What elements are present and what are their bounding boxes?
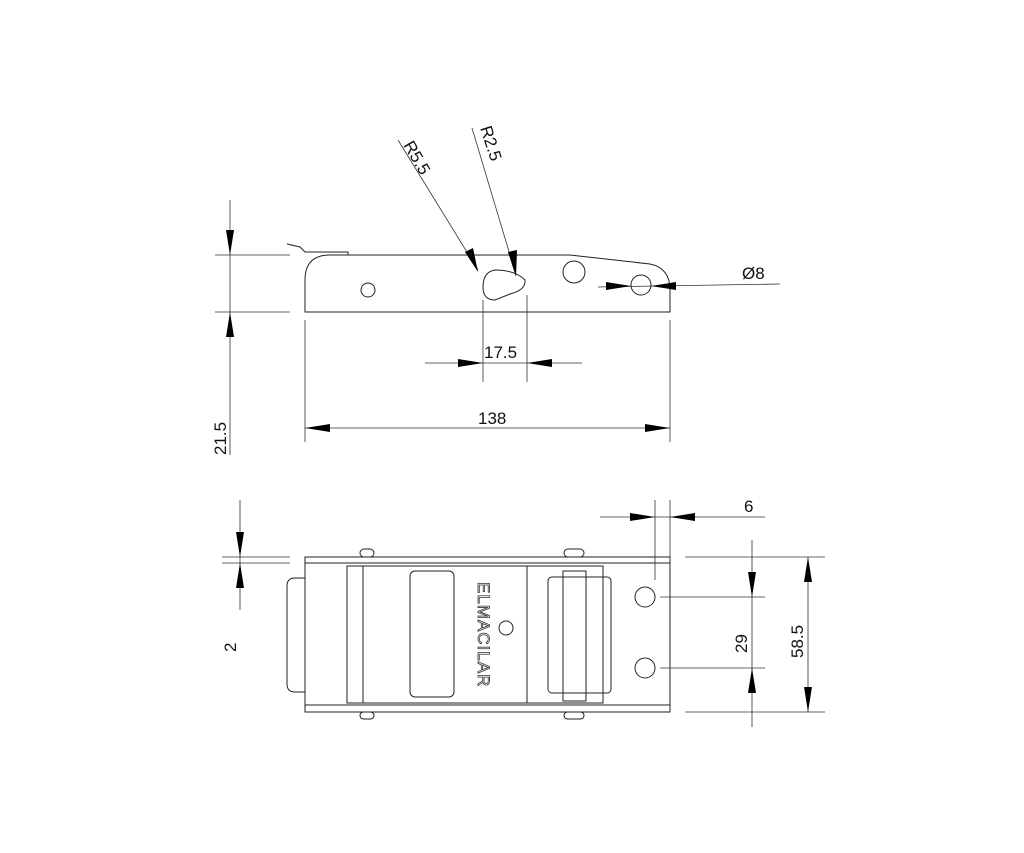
slot — [482, 269, 526, 301]
left-tab — [286, 577, 305, 693]
roller — [562, 570, 587, 702]
hole-spacing-dimension: 29 — [732, 634, 751, 653]
overall-width-dimension: 58.5 — [788, 625, 807, 658]
base-plate — [304, 556, 671, 713]
brand-logo-icon — [498, 620, 514, 636]
mount-hole — [630, 274, 652, 296]
top-view: ELMACILAR 6 29 58.5 2 — [221, 497, 825, 727]
plate-thickness-dimension: 2 — [221, 643, 240, 652]
radius-large-label: R5.5 — [400, 138, 434, 179]
side-view: 21.5 R5.5 R2.5 Ø8 17.5 138 — [211, 123, 781, 455]
window-slot — [409, 570, 455, 698]
brand-logo: ELMACILAR — [474, 582, 493, 687]
height-dimension: 21.5 — [211, 422, 230, 455]
hole-diameter-label: Ø8 — [742, 264, 765, 283]
small-hole — [360, 282, 376, 298]
mount-hole-1 — [634, 586, 656, 608]
edge-offset-dimension: 6 — [744, 497, 753, 516]
slot-spacing-dimension: 17.5 — [484, 343, 517, 362]
pivot-hole — [562, 260, 586, 284]
latch-tab — [286, 243, 349, 255]
overall-length-dimension: 138 — [478, 409, 506, 428]
mount-hole-2 — [634, 657, 656, 679]
